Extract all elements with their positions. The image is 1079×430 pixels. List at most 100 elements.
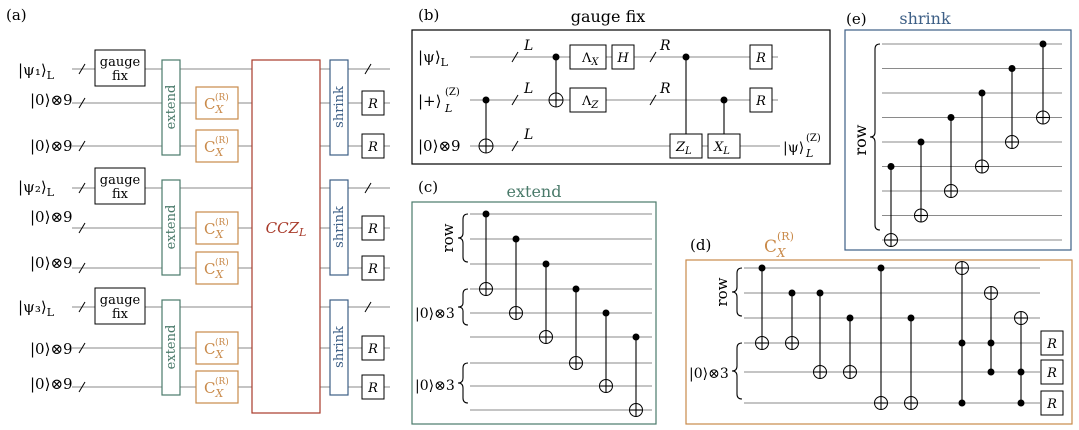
panel-d-label: (d)	[690, 236, 711, 254]
control-dot	[816, 289, 824, 297]
svg-text:(Z): (Z)	[806, 133, 821, 144]
svg-text:R: R	[367, 262, 378, 277]
control-dot	[542, 260, 550, 268]
svg-text:ΛX: ΛX	[581, 51, 599, 68]
b-output-psi: |ψ⟩	[783, 140, 804, 156]
panel-e: (e) shrink row	[844, 9, 1072, 251]
control-dot	[632, 333, 640, 341]
measure-r-gate: R	[361, 335, 385, 361]
input-zero9-5: |0⟩⊗9	[30, 340, 73, 358]
input-psi2: |ψ₂⟩L	[18, 178, 55, 199]
svg-text:CX: CX	[204, 260, 224, 281]
b-input-zero9: |0⟩⊗9	[418, 137, 461, 155]
c-zero3-label-1: |0⟩⊗3	[415, 306, 455, 322]
svg-text:(Z): (Z)	[445, 87, 460, 98]
target-oplus	[975, 159, 989, 174]
target-oplus	[509, 306, 523, 320]
svg-text:extend: extend	[164, 325, 179, 370]
svg-text:fix: fix	[112, 187, 129, 202]
target-oplus	[599, 379, 613, 393]
svg-text:gauge: gauge	[100, 293, 141, 308]
target-oplus	[1014, 311, 1028, 325]
gauge-fix-gate-2: gauge fix	[94, 167, 146, 205]
svg-text:shrink: shrink	[332, 326, 347, 368]
gauge-fix-gate-3: gauge fix	[94, 287, 146, 325]
measure-r-gate: R	[1040, 359, 1064, 385]
cx-gate: CX(R)	[195, 370, 239, 404]
svg-text:R: R	[659, 38, 671, 54]
zl-gate: ZL	[669, 133, 703, 159]
input-psi3: |ψ₃⟩L	[18, 298, 55, 319]
panel-e-label: (e)	[846, 10, 867, 28]
measure-r-gate: R	[1040, 390, 1064, 416]
cx-gate: CX(R)	[195, 129, 239, 163]
extend-block-2: extend	[161, 179, 181, 276]
input-zero9-2: |0⟩⊗9	[30, 137, 73, 155]
svg-text:(R): (R)	[215, 217, 229, 228]
svg-text:CX: CX	[204, 138, 224, 159]
svg-text:ΛZ: ΛZ	[581, 94, 599, 111]
panel-c-wires	[470, 213, 652, 411]
svg-text:R: R	[367, 97, 378, 112]
control-dot	[758, 264, 766, 272]
b-input-plus: |+⟩	[418, 92, 441, 110]
target-oplus	[955, 261, 969, 275]
target-oplus	[569, 356, 583, 370]
svg-text:R: R	[367, 381, 378, 396]
xl-gate: XL	[707, 133, 741, 159]
svg-text:gauge: gauge	[100, 173, 141, 188]
input-psi1: |ψ₁⟩L	[18, 61, 55, 82]
svg-text:CCZL: CCZL	[266, 219, 307, 239]
svg-text:extend: extend	[164, 85, 179, 130]
panel-c-frame	[411, 201, 657, 425]
control-dot	[958, 339, 966, 347]
measure-r-gate: R	[361, 255, 385, 281]
control-dot	[572, 285, 580, 293]
target-oplus	[984, 286, 998, 300]
panel-a-label: (a)	[6, 6, 27, 24]
shrink-block-2: shrink	[329, 179, 349, 276]
panel-c: (c) extend row |0⟩⊗3 |0⟩⊗3	[411, 178, 657, 425]
svg-text:R: R	[1046, 397, 1057, 412]
panel-b: (b) gauge fix |ψ⟩L |+⟩ (Z) L |0⟩⊗9 L L L…	[411, 6, 831, 165]
control-dot	[987, 339, 995, 347]
svg-text:gauge: gauge	[100, 55, 141, 70]
cx-gate: CX(R)	[195, 331, 239, 365]
svg-text:R: R	[1046, 337, 1057, 352]
svg-text:CX: CX	[204, 340, 224, 361]
ccz-gate: CCZL	[251, 59, 321, 414]
c-zero3-label-2: |0⟩⊗3	[415, 378, 455, 394]
shrink-block-3: shrink	[329, 299, 349, 396]
control-dot	[602, 309, 610, 317]
control-dot	[1017, 368, 1025, 376]
target-oplus	[539, 330, 553, 344]
c-row-label: row	[439, 223, 457, 252]
svg-text:(R): (R)	[777, 230, 794, 243]
panel-e-gates	[884, 40, 1050, 247]
control-dot	[682, 53, 690, 61]
svg-text:XL: XL	[713, 140, 730, 157]
target-oplus	[629, 403, 643, 417]
panel-c-gates	[479, 210, 643, 417]
svg-text:(R): (R)	[215, 337, 229, 348]
svg-text:R: R	[367, 140, 378, 155]
svg-text:(R): (R)	[215, 257, 229, 268]
svg-text:R: R	[367, 342, 378, 357]
svg-text:CX: CX	[204, 379, 224, 400]
b-input-psi: |ψ⟩L	[418, 48, 449, 69]
measure-r-gate: R	[1040, 330, 1064, 356]
svg-text:R: R	[1046, 366, 1057, 381]
input-zero9-1: |0⟩⊗9	[30, 91, 73, 109]
control-dot	[917, 138, 925, 146]
panel-d-gates: RRR	[755, 261, 1064, 416]
d-row-label: row	[713, 277, 731, 306]
control-dot	[877, 264, 885, 272]
panel-b-frame	[411, 29, 831, 165]
input-zero9-3: |0⟩⊗9	[30, 208, 73, 226]
svg-text:L: L	[444, 102, 452, 115]
svg-text:ZL: ZL	[675, 140, 692, 157]
control-dot	[978, 89, 986, 97]
svg-text:R: R	[367, 222, 378, 237]
measure-r-gate: R	[361, 133, 385, 159]
cx-gate: CX(R)	[195, 86, 239, 120]
